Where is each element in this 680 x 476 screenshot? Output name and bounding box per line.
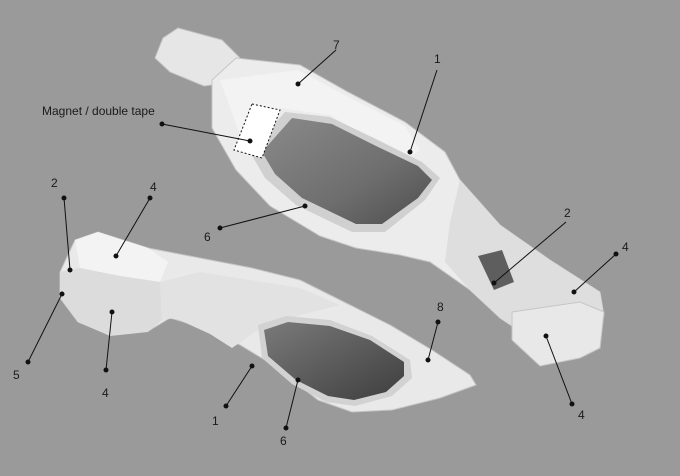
dot-top-1 (407, 149, 413, 155)
label-top-6: 6 (204, 230, 211, 244)
label-magnet-double-tape: Magnet / double tape (42, 104, 155, 118)
dot-bot-1 (249, 363, 255, 369)
dot-bot-4b-end (103, 367, 109, 373)
dot-magnet-b (247, 138, 253, 144)
leader-top-2 (493, 221, 567, 284)
leader-bot-8 (427, 321, 439, 361)
dot-bot-5 (59, 291, 65, 297)
label-top-7: 7 (333, 38, 340, 52)
dot-top-6 (217, 225, 223, 231)
leader-bot-1 (225, 365, 253, 407)
bottom-frame-bridge (160, 272, 340, 348)
dot-bot-2-end (61, 195, 67, 201)
bottom-frame (59, 231, 477, 413)
leader-bot-4a (115, 197, 151, 257)
leader-bot-5 (27, 293, 63, 363)
dot-top-4b-end (569, 401, 575, 407)
leader-top-6 (219, 205, 306, 229)
dot-bot-4b (109, 309, 115, 315)
bottom-frame-top-face (75, 232, 168, 282)
leader-top-4a (573, 253, 617, 293)
top-frame-right-end (511, 301, 605, 367)
dot-top-4b (543, 333, 549, 339)
dot-top-4a-end (613, 251, 619, 257)
dot-top-6b (302, 203, 308, 209)
label-top-1: 1 (434, 52, 441, 66)
label-top-4a: 4 (622, 240, 629, 254)
dot-bot-6-end (283, 425, 289, 431)
leader-magnet (161, 123, 251, 142)
top-frame (154, 27, 605, 367)
top-frame-right-arm-side (445, 180, 604, 338)
label-bot-4b: 4 (102, 386, 109, 400)
leader-bot-6 (285, 379, 299, 429)
top-frame-hinge-slot (478, 250, 514, 290)
label-top-4b: 4 (578, 408, 585, 422)
dot-bot-4a (113, 253, 119, 259)
bottom-frame-end-face (60, 268, 162, 336)
label-bot-2: 2 (51, 176, 58, 190)
label-bot-6: 6 (280, 434, 287, 448)
dot-bot-8 (425, 357, 431, 363)
top-lens-recess (262, 118, 432, 224)
leader-top-1 (409, 69, 438, 153)
dot-top-2 (491, 280, 497, 286)
leader-top-4b (545, 335, 573, 405)
magnet-tape-area (233, 103, 281, 159)
dot-bot-8-end (435, 319, 441, 325)
dot-top-4a (571, 289, 577, 295)
dot-bot-5-end (25, 359, 31, 365)
dot-magnet-a (159, 121, 165, 127)
leader-bot-4b (105, 311, 113, 371)
label-bot-1: 1 (212, 414, 219, 428)
label-bot-5: 5 (13, 368, 20, 382)
label-bot-4a: 4 (150, 180, 157, 194)
leader-top-7 (297, 49, 337, 85)
top-frame-upper-face (220, 70, 420, 158)
label-bot-8: 8 (437, 300, 444, 314)
dot-top-7 (295, 81, 301, 87)
dot-bot-4a-end (147, 195, 153, 201)
dot-bot-2 (67, 267, 73, 273)
label-top-2: 2 (564, 206, 571, 220)
leader-bot-2 (63, 197, 71, 271)
dot-bot-1-end (223, 403, 229, 409)
leader-lines (25, 49, 619, 431)
dot-bot-6 (295, 377, 301, 383)
